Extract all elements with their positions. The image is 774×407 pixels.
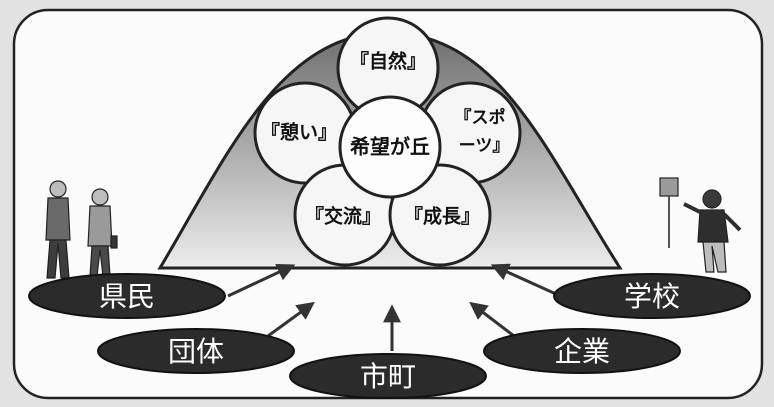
petal-bottom-left-label: 『交流』 [305,205,381,228]
companies-oval [483,328,681,374]
center-circle [338,95,442,199]
petal-top-label: 『自然』 [350,50,426,73]
arrow-groups [267,301,315,338]
arrow-companies [469,301,515,338]
center-label: 希望が丘 [350,135,430,159]
groups-oval [97,328,295,374]
residents-illustration [45,180,118,279]
stakeholder-ovals [28,273,751,399]
companies-label: 企業 [554,335,610,368]
arrows [227,263,557,351]
municipalities-label: 市町 [360,360,416,393]
schools-illustration [659,177,742,273]
municipalities-oval [289,353,487,399]
arrow-residents [227,263,296,298]
schools-oval [553,273,751,319]
petal-right-label-line2: ーツ』 [459,136,510,156]
schools-label: 学校 [624,280,680,313]
petal-right-label-line1: 『スポ [455,107,506,128]
arrow-schools [490,263,557,296]
petal-circles [253,16,522,267]
petal-bottom-right-label: 『成長』 [404,205,480,228]
petal-left-label: 『憩い』 [261,121,337,144]
groups-label: 団体 [168,335,224,368]
residents-label: 県民 [99,280,155,313]
residents-oval [28,273,226,319]
